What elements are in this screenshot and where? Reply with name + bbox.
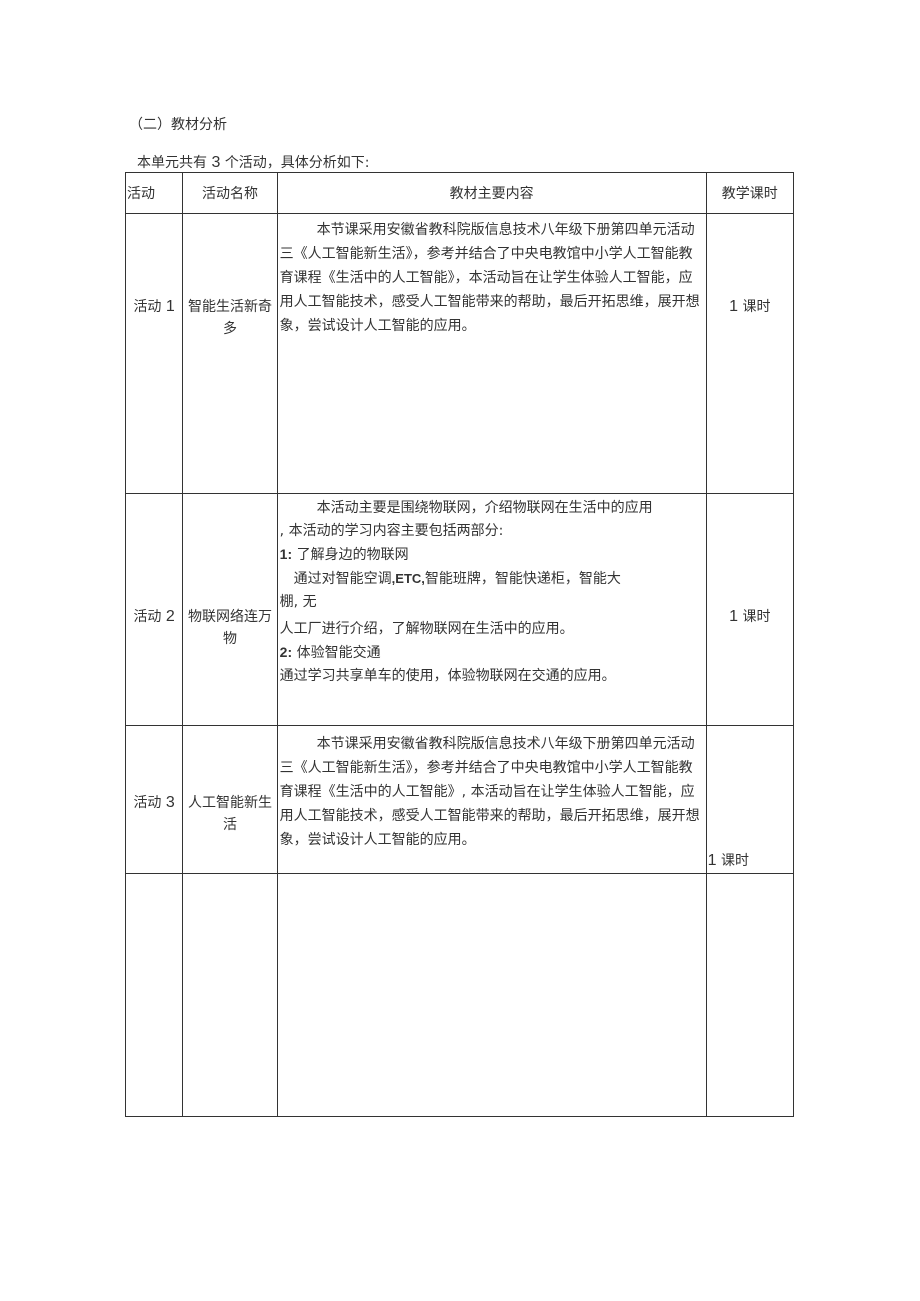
part1-title: 了解身边的物联网 — [296, 547, 409, 563]
hours-number: 1 — [729, 608, 739, 625]
activity-number: 2 — [165, 608, 175, 625]
activity-number: 1 — [165, 298, 175, 315]
hours-unit: 课时 — [742, 609, 771, 625]
part1-line1: 通过对智能空调,ETC,智能班牌，智能快递柜，智能大 — [280, 567, 704, 591]
etc-text: ,ETC, — [391, 571, 425, 586]
part1-text-a: 通过对智能空调 — [293, 571, 392, 587]
hours-number: 1 — [707, 852, 717, 869]
part2-title: 体验智能交通 — [296, 645, 381, 661]
header-main-content: 教材主要内容 — [276, 172, 707, 214]
part2-line1: 通过学习共享单车的使用，体验物联网在交通的应用。 — [279, 668, 616, 684]
activity-number: 3 — [165, 794, 175, 811]
activity-name: 智能生活新奇多 — [182, 213, 278, 494]
activity-hours: 1 课时 — [705, 213, 795, 494]
header-activity: 活动 — [124, 172, 184, 214]
hours-unit: 课时 — [742, 299, 771, 315]
part1-number: 1: — [279, 546, 293, 562]
activity-label: 活动 3 — [124, 725, 184, 1117]
part1-line2: 棚, 无 — [279, 594, 317, 610]
intro-suffix: 个活动，具体分析如下: — [224, 155, 370, 171]
activity-prefix: 活动 — [133, 299, 162, 315]
activity-content: 本节课采用安徽省教科院版信息技术八年级下册第四单元活动三《人工智能新生活》，参考… — [276, 213, 707, 494]
header-activity-name: 活动名称 — [182, 172, 278, 214]
content-intro-continued: , 本活动的学习内容主要包括两部分: — [279, 523, 504, 539]
intro-prefix: 本单元共有 — [137, 155, 207, 171]
section-title: （二）教材分析 — [129, 117, 227, 133]
activity-prefix: 活动 — [133, 609, 162, 625]
table-row: 活动 3 人工智能新生活 本节课采用安徽省教科院版信息技术八年级下册第四单元活动… — [124, 725, 795, 1117]
intro-count: 3 — [211, 154, 221, 171]
part2-number: 2: — [279, 644, 293, 660]
part1-text-b: 智能班牌，智能快递柜，智能大 — [424, 571, 621, 587]
content-paragraph: 本节课采用安徽省教科院版信息技术八年级下册第四单元活动三《人工智能新生活》，参考… — [279, 222, 700, 334]
hours-unit: 课时 — [720, 853, 749, 869]
activity-label: 活动 1 — [124, 213, 184, 494]
header-hours: 教学课时 — [705, 172, 795, 214]
intro-paragraph: 本单元共有 3 个活动，具体分析如下: — [137, 154, 370, 172]
content-intro: 本活动主要是围绕物联网，介绍物联网在生活中的应用 — [316, 500, 653, 516]
activity-prefix: 活动 — [133, 795, 162, 811]
table-row: 活动 1 智能生活新奇多 本节课采用安徽省教科院版信息技术八年级下册第四单元活动… — [124, 213, 795, 494]
table-header-row: 活动 活动名称 教材主要内容 教学课时 — [124, 172, 795, 214]
part1-heading: 1: 了解身边的物联网 — [280, 543, 704, 567]
content-paragraph: 本节课采用安徽省教科院版信息技术八年级下册第四单元活动三《人工智能新生活》，参考… — [279, 736, 700, 848]
hours-number: 1 — [729, 298, 739, 315]
analysis-table-continued: 活动 3 人工智能新生活 本节课采用安徽省教科院版信息技术八年级下册第四单元活动… — [124, 725, 795, 1117]
activity-hours: 1 课时 — [705, 725, 795, 1117]
part2-heading: 2: 体验智能交通 — [280, 641, 704, 665]
activity-content: 本节课采用安徽省教科院版信息技术八年级下册第四单元活动三《人工智能新生活》，参考… — [276, 725, 707, 1117]
part1-line3: 人工厂进行介绍，了解物联网在生活中的应用。 — [279, 621, 574, 637]
activity-name: 人工智能新生活 — [182, 725, 278, 1117]
